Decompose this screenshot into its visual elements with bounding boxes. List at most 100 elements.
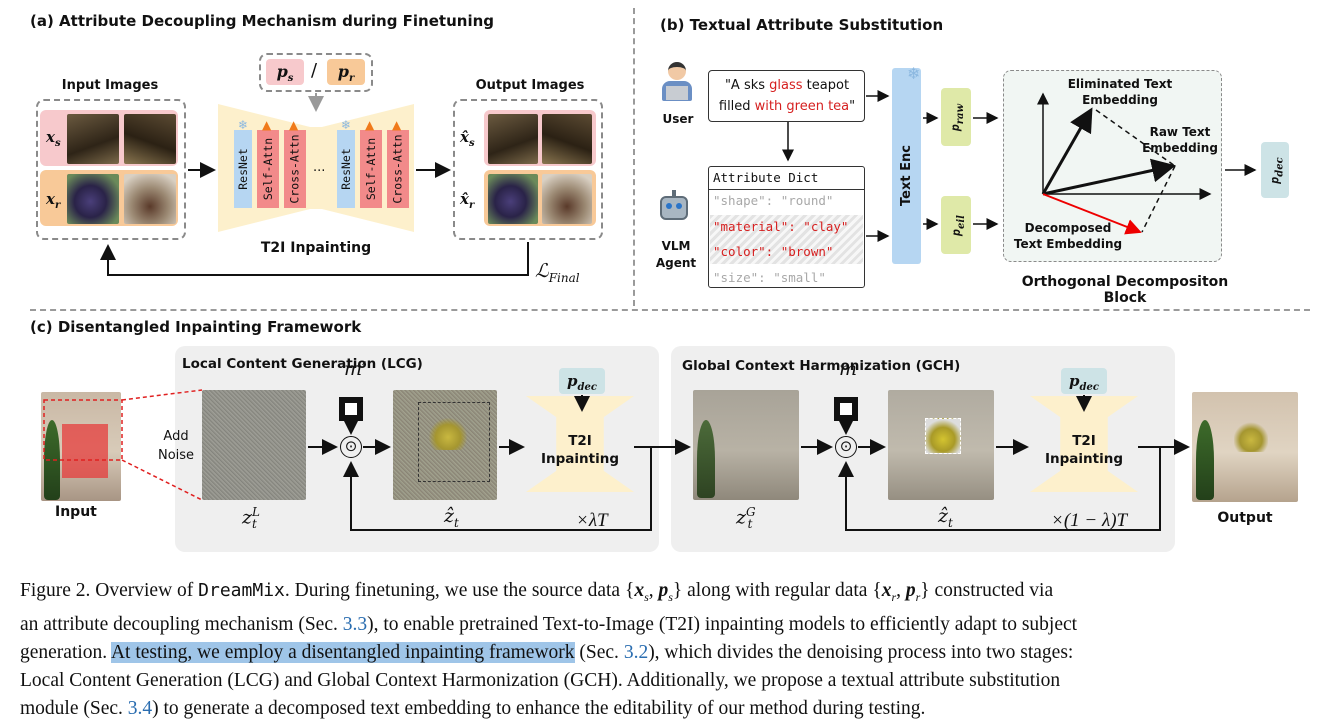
zhat-lcg: ẑt: [444, 505, 459, 530]
panel-b-arrows: [782, 90, 1257, 242]
output-source-image-2: [542, 114, 592, 164]
dict-row-size: "size": "small": [713, 270, 826, 285]
p-raw-tag: [941, 88, 971, 146]
mask-icon-gch: [834, 397, 858, 421]
prompt-slash: /: [311, 60, 318, 81]
panel-c-title: (c) Disentangled Inpainting Framework: [30, 318, 362, 336]
text-encoder: [892, 68, 921, 264]
panel-a-arrows: [100, 93, 529, 276]
crop-box-lcg: [418, 402, 490, 482]
mask-icon-lcg: [339, 397, 363, 421]
caption-line-1: Figure 2. Overview of DreamMix. During f…: [20, 580, 1054, 604]
z-t-G: zGt: [736, 505, 756, 532]
p-eil-tag: [941, 196, 971, 254]
output-images-label: Output Images: [475, 78, 585, 93]
output-regular-image-1: [488, 174, 538, 224]
noisy-latent-lcg: [202, 390, 306, 500]
times-gch: ×(1 − λ)T: [1051, 510, 1128, 531]
panel-b-title: (b) Textual Attribute Substitution: [660, 16, 944, 34]
ref-link-3-4[interactable]: 3.4: [127, 697, 153, 719]
cross-attn-block-1: [284, 130, 306, 208]
times-lcg: ×λT: [576, 510, 608, 531]
output-label: Output: [1217, 510, 1273, 526]
xhat-s-label: x̂s: [460, 128, 475, 149]
lcg-title: Local Content Generation (LCG): [182, 356, 423, 372]
self-attn-block-2: [360, 130, 382, 208]
dict-title: Attribute Dict: [713, 170, 819, 185]
highlighted-text: At testing, we employ a disentangled inp…: [110, 641, 575, 663]
resnet-block-2: [337, 130, 355, 208]
gch-title: Global Context Harmonization (GCH): [682, 358, 961, 374]
prompt-text: "A sks glass teapot filled with green te…: [718, 78, 856, 114]
panel-c-arrows: [43, 389, 1190, 531]
user-label: User: [662, 112, 694, 126]
input-label: Input: [55, 504, 97, 520]
loss-final: ℒFinal: [535, 260, 580, 285]
dict-row-material: "material": "clay": [713, 219, 849, 234]
prompt-ps: ps: [266, 59, 304, 85]
dict-row-color: "color": "brown": [713, 244, 834, 259]
plant-output: [1196, 420, 1214, 500]
caption-line-3: generation. At testing, we employ a dise…: [20, 641, 1074, 663]
zhat-gch: ẑt: [938, 505, 953, 530]
input-images-box: [36, 99, 186, 240]
panel-a-title: (a) Attribute Decoupling Mechanism durin…: [30, 12, 494, 30]
regular-image-2: [124, 174, 176, 224]
p-dec-tag: [1261, 142, 1289, 198]
text-enc-frozen-icon: ❄: [907, 64, 921, 83]
x-r-label: xr: [46, 190, 61, 211]
blocks-ellipsis: ...: [313, 160, 326, 175]
plant-shape: [44, 420, 60, 500]
teapot-output: [1234, 422, 1268, 452]
source-image-2: [124, 114, 176, 164]
input-mask-region: [62, 424, 108, 478]
cross-attn-block-2: [387, 130, 409, 208]
fire-icon-4: ▲: [392, 118, 402, 132]
crop-box-gch: [925, 418, 961, 454]
x-s-label: xs: [46, 128, 61, 149]
dict-hatched-rows: [710, 215, 863, 264]
robot-icon: [656, 190, 692, 226]
source-image-1: [67, 114, 119, 164]
caption-line-4: Local Content Generation (LCG) and Globa…: [20, 669, 1061, 691]
fire-icon-1: ▲: [262, 118, 272, 132]
caption-line-2: an attribute decoupling mechanism (Sec. …: [20, 613, 1078, 635]
caption-line-5: module (Sec. 3.4) to generate a decompos…: [20, 697, 926, 719]
network-label: T2I Inpainting: [260, 240, 372, 256]
figure-caption: Figure 2. Overview of DreamMix. During f…: [20, 577, 1310, 723]
odot-gch: ⊙: [835, 436, 857, 458]
vertical-divider: [633, 8, 635, 306]
self-attn-block-1: [257, 130, 279, 208]
user-icon: [662, 62, 692, 104]
attribute-dict: [708, 166, 865, 288]
resnet-block-1: [234, 130, 252, 208]
p-dec-lcg: pdec: [559, 368, 605, 394]
teapot-lcg: [428, 418, 468, 450]
plant-gch: [697, 420, 715, 498]
fire-icon-3: ▲: [365, 118, 375, 132]
xhat-r-label: x̂r: [460, 190, 475, 211]
regular-image-1: [67, 174, 119, 224]
output-source-image-1: [488, 114, 538, 164]
orthogonal-block-label: Orthogonal Decompositon Block: [1021, 274, 1229, 306]
ref-link-3-3[interactable]: 3.3: [342, 613, 368, 635]
odot-lcg: ⊙: [340, 436, 362, 458]
ref-link-3-2[interactable]: 3.2: [623, 641, 649, 663]
dict-row-shape: "shape": "round": [713, 193, 834, 208]
frozen-icon-1: ❄: [238, 118, 249, 132]
m-label: m: [839, 358, 858, 380]
horizontal-divider: [30, 309, 1310, 311]
output-regular-image-2: [542, 174, 592, 224]
p-dec-gch: pdec: [1061, 368, 1107, 394]
fire-icon-2: ▲: [289, 118, 299, 132]
m-prime-label: m′: [344, 358, 367, 380]
frozen-icon-2: ❄: [341, 118, 352, 132]
dict-header-line: [708, 189, 865, 190]
